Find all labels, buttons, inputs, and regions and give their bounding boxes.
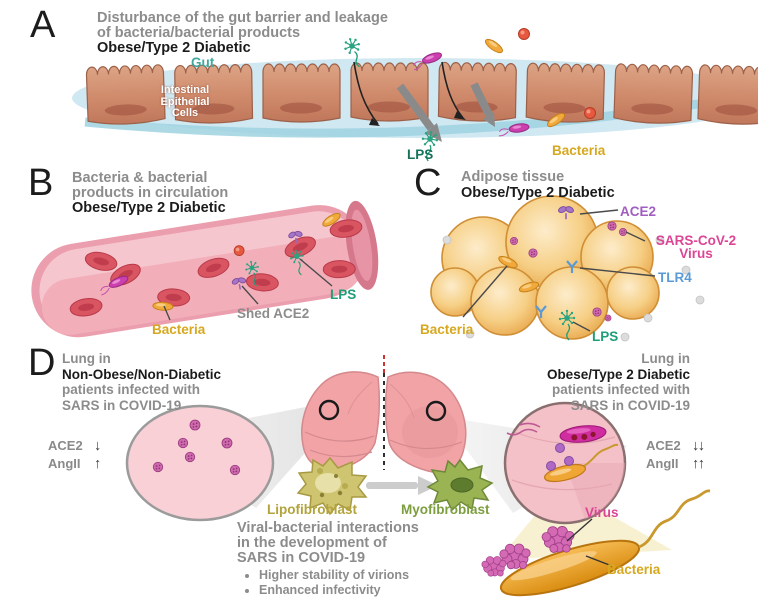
panel-b-lps-label: LPS (330, 287, 357, 302)
panel-b-title: Bacteria & bacterial products in circula… (72, 170, 229, 201)
bullet-higher-stability: Higher stability of virions (259, 568, 409, 583)
panel-c-subtitle: Obese/Type 2 Diabetic (461, 185, 615, 201)
panel-a-letter: A (30, 4, 56, 46)
lipofibroblast-label: Lipofibroblast (267, 502, 357, 517)
gut-label: Gut (191, 55, 215, 70)
lungs (301, 371, 467, 474)
right-ace2-label: ACE2 (646, 438, 681, 453)
viral-bacterial-bullets: Higher stability of virions Enhanced inf… (244, 568, 409, 597)
panel-d-virus-label: Virus (585, 505, 619, 520)
tlr4-label: TLR4 (658, 270, 692, 285)
panel-c-lps-label: LPS (592, 329, 619, 344)
right-lung-focus-circle (425, 400, 447, 422)
panel-a-title: Disturbance of the gut barrier and leaka… (97, 10, 388, 41)
right-ace2-angii-indicator: ACE2 ↓↓ AngII ↑↑ (646, 437, 705, 473)
panel-a-subtitle: Obese/Type 2 Diabetic (97, 40, 251, 56)
adipose-microbes (496, 204, 627, 341)
panel-d-right-title-line2: Obese/Type 2 Diabetic (546, 366, 690, 382)
left-ace2-angii-indicator: ACE2 ↓ AngII ↑ (48, 437, 101, 473)
sars-cov-2-virus-label-line2: Virus (679, 246, 713, 261)
panel-d-right-title-line4: SARS in COVID-19 (570, 397, 690, 413)
panel-d-left-title-line4: SARS in COVID-19 (62, 397, 182, 413)
left-ace2-down-arrow: ↓ (94, 438, 101, 454)
panel-b-bacteria-label: Bacteria (152, 322, 206, 337)
left-ace2-label: ACE2 (48, 438, 83, 453)
shed-ace2-label: Shed ACE2 (237, 306, 310, 321)
panel-d-right-title-line1: Lung in (641, 351, 690, 366)
ace2-label: ACE2 (620, 204, 657, 219)
left-alveolus-inset (125, 404, 275, 522)
left-magnify-beam (146, 403, 337, 508)
panel-d-letter: D (28, 342, 56, 384)
myofibroblast-label: Myofibroblast (401, 502, 490, 517)
adipose-pointer-lines (462, 209, 656, 332)
panel-c-bacteria-label: Bacteria (420, 322, 474, 337)
panel-d-right-title-line3: patients infected with (551, 382, 690, 397)
bullet-enhanced-infectivity: Enhanced infectivity (259, 583, 409, 598)
panel-d-right-title: Lung in Obese/Type 2 Diabetic patients i… (450, 351, 690, 413)
panel-b-letter: B (28, 162, 54, 204)
intestinal-epithelial-cells-label: Intestinal Epithelial Cells (160, 84, 210, 119)
flagellum (638, 489, 711, 549)
fibroblast-transition-arrow (366, 476, 438, 495)
panel-b-subtitle: Obese/Type 2 Diabetic (72, 200, 226, 216)
leakage-gap-arrows (353, 61, 466, 126)
panel-d-bacteria-label: Bacteria (607, 562, 661, 577)
left-angii-up-arrow: ↑ (94, 456, 101, 472)
viral-bacterial-heading: Viral-bacterial interactions in the deve… (237, 520, 419, 566)
right-angii-double-up-arrow: ↑↑ (692, 456, 705, 472)
panel-a-bacteria-label: Bacteria (552, 143, 606, 158)
panel-a-lps-label: LPS (407, 147, 434, 162)
right-magnify-beam (433, 404, 627, 513)
panel-d-left-title-line2: Non-Obese/Non-Diabetic (62, 366, 222, 382)
sars-cov-2-virus-label-line1: SARS-CoV-2 (655, 233, 737, 248)
left-angii-label: AngII (48, 456, 81, 471)
panel-c-title: Adipose tissue (461, 169, 565, 185)
right-angii-label: AngII (646, 456, 679, 471)
left-lung-focus-circle (318, 399, 340, 421)
panel-d-left-title: Lung in Non-Obese/Non-Diabetic patients … (62, 351, 221, 413)
leakage-gray-arrows (396, 82, 495, 142)
adipose-illustration (430, 195, 705, 342)
right-ace2-double-down-arrow: ↓↓ (692, 438, 705, 454)
panel-d-left-title-line1: Lung in (62, 351, 111, 366)
panel-d-left-title-line3: patients infected with (62, 382, 201, 397)
panel-c-letter: C (414, 162, 442, 204)
